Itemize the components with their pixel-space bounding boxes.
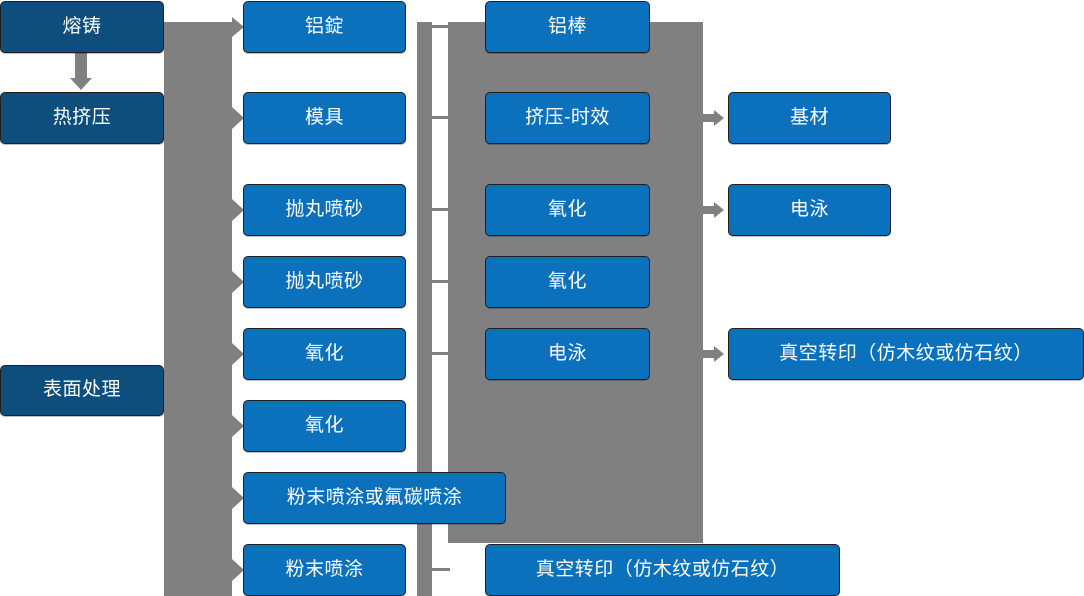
node-label: 铝棒 [547, 15, 587, 37]
node-n-paowan-2[interactable]: 抛丸喷砂 [243, 256, 406, 308]
node-label: 粉末喷涂 [285, 558, 364, 580]
node-label: 表面处理 [42, 379, 121, 401]
left-trunk-upper-body [164, 22, 232, 352]
node-n-fenmo-huotan[interactable]: 粉末喷涂或氟碳喷涂 [243, 472, 506, 524]
node-n-muju[interactable]: 模具 [243, 92, 406, 144]
node-label: 熔铸 [62, 15, 102, 37]
node-label: 模具 [304, 106, 344, 128]
node-label: 电泳 [789, 198, 829, 220]
node-label: 基材 [789, 106, 829, 128]
node-label: 铝錠 [304, 15, 344, 37]
node-n-dianyong-1[interactable]: 电泳 [485, 328, 650, 380]
node-label: 抛丸喷砂 [285, 198, 364, 220]
node-label: 氧化 [304, 342, 344, 364]
node-label: 电泳 [547, 342, 587, 364]
node-label: 真空转印（仿木纹或仿石纹） [779, 342, 1033, 364]
node-n-yanghua-2[interactable]: 氧化 [243, 400, 406, 452]
node-n-jiya-shixiao[interactable]: 挤压-时效 [485, 92, 650, 144]
node-label: 氧化 [547, 198, 587, 220]
left-trunk-notch-fill [164, 22, 178, 352]
node-n-yanghua-4[interactable]: 氧化 [485, 256, 650, 308]
node-n-biaomianchuli[interactable]: 表面处理 [0, 365, 164, 416]
node-label: 氧化 [304, 414, 344, 436]
rongzhu-to-rejiya-link [70, 53, 92, 90]
node-n-zhenkong-1[interactable]: 真空转印（仿木纹或仿石纹） [485, 544, 840, 596]
node-label: 热挤压 [52, 106, 112, 128]
mid-trunk-bar [417, 22, 432, 543]
node-n-zhenkong-2[interactable]: 真空转印（仿木纹或仿石纹） [728, 328, 1084, 380]
node-n-jicai[interactable]: 基材 [728, 92, 891, 144]
node-n-lvding[interactable]: 铝錠 [243, 1, 406, 53]
node-label: 氧化 [547, 270, 587, 292]
node-n-lvbang[interactable]: 铝棒 [485, 1, 650, 53]
node-n-paowan-1[interactable]: 抛丸喷砂 [243, 184, 406, 236]
node-n-yanghua-1[interactable]: 氧化 [243, 328, 406, 380]
node-n-fenmo[interactable]: 粉末喷涂 [243, 544, 406, 596]
stage4-arrowheads [703, 110, 724, 362]
node-n-yanghua-3[interactable]: 氧化 [485, 184, 650, 236]
node-label: 抛丸喷砂 [285, 270, 364, 292]
node-n-rejiya[interactable]: 热挤压 [0, 92, 164, 144]
biaomian-stub [164, 388, 200, 392]
mid-trunk-bar-lower [417, 543, 432, 596]
node-n-dianyong-2[interactable]: 电泳 [728, 184, 891, 236]
node-label: 粉末喷涂或氟碳喷涂 [286, 486, 463, 508]
node-label: 挤压-时效 [525, 106, 610, 128]
node-label: 真空转印（仿木纹或仿石纹） [535, 558, 790, 580]
left-trunk-lower-body [178, 352, 232, 596]
node-n-rongzhu[interactable]: 熔铸 [0, 1, 164, 53]
